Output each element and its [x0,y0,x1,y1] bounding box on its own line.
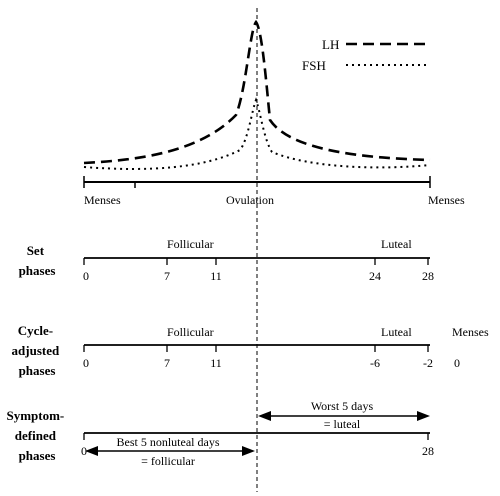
tick-label: 7 [164,269,170,283]
row-title-line: defined [15,428,57,443]
row-title-line: Symptom- [6,408,64,423]
axis-label-ovulation: Ovulation [226,193,274,207]
row-title-set: Set phases [19,243,56,278]
tick-label: 7 [164,356,170,370]
worst-days-sublabel: = luteal [324,417,361,431]
axis-label-menses-right: Menses [428,193,465,207]
row-title-line: phases [19,363,56,378]
tick-label: 28 [422,444,434,458]
phase-label-luteal: Luteal [381,325,412,339]
legend: LH FSH [302,37,427,73]
row-title-line: phases [19,448,56,463]
tick-label: -6 [370,356,380,370]
worst-days-label: Worst 5 days [311,399,374,413]
phase-label-follicular: Follicular [167,325,214,339]
double-arrow-worst-icon [258,411,430,421]
tick-label: 0 [81,444,87,458]
tick-label: 11 [210,356,222,370]
row-set-phases: Set phases Follicular Luteal 0 7 11 24 2… [19,237,434,283]
lh-curve [83,19,431,165]
legend-lh-label: LH [322,37,339,52]
tick-label: -2 [423,356,433,370]
phase-label-menses: Menses [452,325,489,339]
tick-label: 28 [422,269,434,283]
row-title-cycle-adjusted: Cycle- adjusted phases [12,323,63,378]
phase-label-luteal: Luteal [381,237,412,251]
row-title-line: Set [27,243,45,258]
hormone-panel: LH FSH Menses Ovulation Menses [83,19,465,207]
row-title-line: phases [19,263,56,278]
row-symptom-defined-phases: Symptom- defined phases Worst 5 days = l… [6,399,434,468]
row-title-symptom-defined: Symptom- defined phases [6,408,67,463]
tick-label: 0 [83,356,89,370]
fsh-curve [83,97,431,170]
best-days-box: Best 5 nonluteal days = follicular [85,435,255,468]
legend-fsh-label: FSH [302,58,326,73]
row-title-line: adjusted [12,343,60,358]
double-arrow-best-icon [85,446,255,456]
tick-label: 0 [454,356,460,370]
row-cycle-adjusted-phases: Cycle- adjusted phases Follicular Luteal… [12,323,489,378]
tick-label: 24 [369,269,381,283]
worst-days-box: Worst 5 days = luteal [258,399,430,431]
best-days-label: Best 5 nonluteal days [117,435,220,449]
tick-label: 11 [210,269,222,283]
row-title-line: Cycle- [18,323,53,338]
phase-label-follicular: Follicular [167,237,214,251]
axis-label-menses-left: Menses [84,193,121,207]
best-days-sublabel: = follicular [141,454,195,468]
tick-label: 0 [83,269,89,283]
